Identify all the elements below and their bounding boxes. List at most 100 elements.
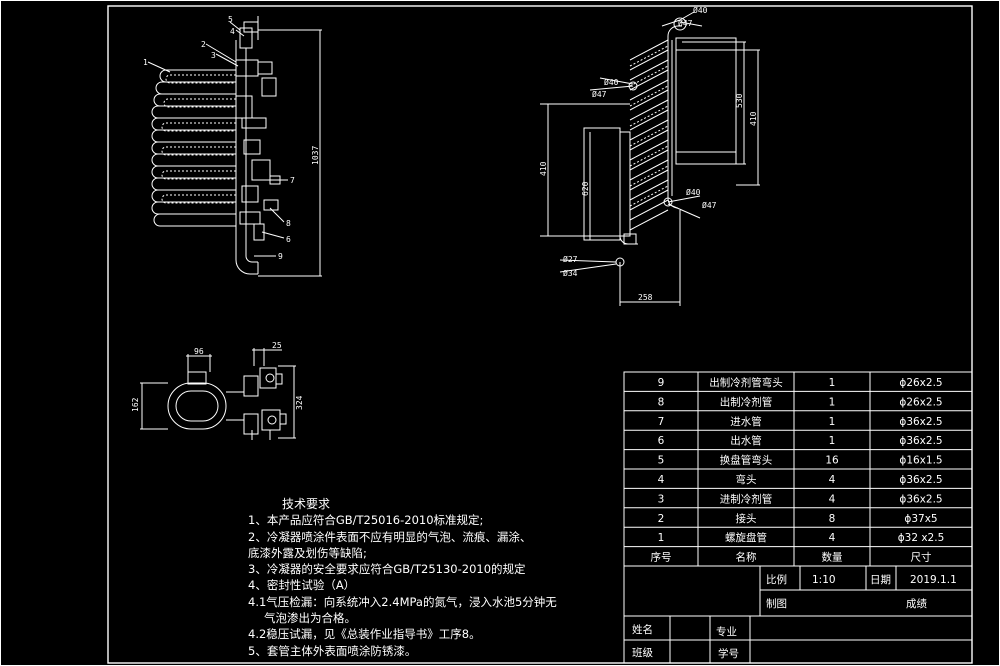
scale-label: 比例 xyxy=(766,573,787,586)
drawing-label: 制图 xyxy=(766,597,787,610)
dim-d-low-out: Ø40 xyxy=(686,187,701,197)
coil-ring-outer xyxy=(167,382,227,430)
top-view-labels: 96 25 162 324 xyxy=(131,341,304,412)
dim-overall-height: 1037 xyxy=(311,146,320,165)
bom-cell-qty: 4 xyxy=(829,474,836,486)
bom-cell-no: 8 xyxy=(658,396,665,408)
bom-cell-name: 进制冷剂管 xyxy=(720,492,773,505)
dim-d-mid-out: Ø40 xyxy=(604,77,619,87)
side-view xyxy=(540,11,760,306)
dim-h-left: 410 xyxy=(539,161,548,176)
callout-3: 3 xyxy=(211,51,216,60)
bom-cell-spec: ϕ36x2.5 xyxy=(899,416,942,428)
bom-cell-no: 7 xyxy=(658,416,665,428)
bom-header-spec: 尺寸 xyxy=(911,551,932,564)
bom-cell-name: 出制冷剂管 xyxy=(720,395,773,408)
note-line-8: 4.2稳压试漏，见《总装作业指导书》工序8。 xyxy=(248,627,481,642)
main-pipe-inner xyxy=(245,48,258,263)
bom-cell-no: 9 xyxy=(658,377,665,389)
id-label: 学号 xyxy=(718,647,739,660)
dim-h-right-2: 410 xyxy=(749,111,758,126)
front-view xyxy=(147,16,322,277)
callout-6: 6 xyxy=(286,235,291,244)
dim-h-inner: 620 xyxy=(581,181,590,196)
dim-d-low-in: Ø47 xyxy=(702,200,717,210)
side-shell-box xyxy=(675,37,737,165)
note-line-1: 1、本产品应符合GB/T25016-2010标准规定; xyxy=(248,513,484,528)
bom-cell-qty: 1 xyxy=(829,416,836,428)
bom-cell-name: 出水管 xyxy=(730,434,762,447)
bom-cell-qty: 8 xyxy=(829,513,836,525)
bom-cell-qty: 1 xyxy=(829,435,836,447)
note-line-2: 2、冷凝器喷涂件表面不应有明显的气泡、流痕、漏涂、 xyxy=(248,529,532,544)
bom-cell-name: 接头 xyxy=(736,512,757,525)
grade-label: 成绩 xyxy=(906,597,927,610)
bom-cell-no: 1 xyxy=(658,532,665,544)
bom-cell-no: 3 xyxy=(658,493,665,505)
bom-cell-name: 换盘管弯头 xyxy=(720,454,773,467)
bom-cell-spec: ϕ36x2.5 xyxy=(899,435,942,447)
callout-4: 4 xyxy=(230,27,235,36)
date-value: 2019.1.1 xyxy=(910,574,957,586)
side-view-labels: Ø40 Ø47 Ø40 Ø47 530 410 410 620 Ø40 Ø47 … xyxy=(539,5,758,302)
bom-cell-no: 6 xyxy=(658,435,665,447)
front-view-labels: 1 2 3 4 5 6 7 8 9 1037 xyxy=(143,15,320,261)
bom-cell-spec: ϕ36x2.5 xyxy=(899,474,942,486)
major-label: 专业 xyxy=(716,625,737,638)
note-line-3: 底漆外露及划伤等缺陷; xyxy=(248,545,367,560)
name-label: 姓名 xyxy=(632,623,653,636)
dim-width-bottom: 258 xyxy=(638,293,653,302)
bom-cell-no: 4 xyxy=(658,474,665,486)
dim-d-mid-in: Ø47 xyxy=(592,89,607,99)
top-view xyxy=(140,348,296,440)
note-line-5: 4、密封性试验（A） xyxy=(248,578,356,593)
bom-cell-name: 弯头 xyxy=(736,473,757,486)
callout-7: 7 xyxy=(290,176,295,185)
callout-9: 9 xyxy=(278,252,283,261)
bom-header-name: 名称 xyxy=(736,551,757,564)
dim-offset-top: 25 xyxy=(272,341,282,350)
bom-header-qty: 数量 xyxy=(822,551,843,564)
technical-requirements: 技术要求 1、本产品应符合GB/T25016-2010标准规定; 2、冷凝器喷涂… xyxy=(248,496,588,659)
title-block-labels: 比例 1:10 日期 2019.1.1 制图 成绩 姓名 专业 班级 学号 xyxy=(632,573,957,660)
dim-d-bot-2: Ø34 xyxy=(563,268,578,278)
bom-cell-spec: ϕ36x2.5 xyxy=(899,493,942,505)
bom-cell-spec: ϕ26x2.5 xyxy=(899,377,942,389)
callout-2: 2 xyxy=(201,40,206,49)
bom-header-no: 序号 xyxy=(651,551,672,564)
bom-cell-qty: 4 xyxy=(829,493,836,505)
dim-height-right: 324 xyxy=(295,395,304,410)
bom-table xyxy=(623,371,973,567)
dim-d-top-out: Ø40 xyxy=(693,5,708,15)
coil-loops xyxy=(151,69,236,227)
note-line-6: 4.1气压检漏：向系统冲入2.4MPa的氮气，浸入水池5分钟无 xyxy=(248,594,557,609)
dim-width-top: 96 xyxy=(194,347,204,356)
bom-cell-qty: 1 xyxy=(829,377,836,389)
dim-h-right-1: 530 xyxy=(735,93,744,108)
drawing-frame xyxy=(107,5,973,664)
bom-cell-no: 2 xyxy=(658,513,665,525)
main-pipe-left xyxy=(235,40,258,275)
note-line-4: 3、冷凝器的安全要求应符合GB/T25130-2010的规定 xyxy=(248,562,526,577)
class-label: 班级 xyxy=(632,647,653,659)
callout-8: 8 xyxy=(286,219,291,228)
date-label: 日期 xyxy=(870,574,891,586)
callout-5: 5 xyxy=(228,15,233,24)
bom-cell-qty: 4 xyxy=(829,532,836,544)
bom-cell-name: 螺旋盘管 xyxy=(725,531,767,544)
callout-1: 1 xyxy=(143,58,148,67)
bom-cell-spec: ϕ37x5 xyxy=(904,513,937,525)
bom-cell-spec: ϕ26x2.5 xyxy=(899,396,942,408)
bom-cell-no: 5 xyxy=(658,455,665,467)
notes-title: 技术要求 xyxy=(282,497,331,511)
note-line-9: 5、套管主体外表面喷涂防锈漆。 xyxy=(248,643,417,658)
scale-value: 1:10 xyxy=(812,574,836,586)
dim-d-top-in: Ø47 xyxy=(678,18,693,28)
note-line-7: 气泡渗出为合格。 xyxy=(264,611,356,626)
dim-d-bot-1: Ø27 xyxy=(563,254,578,264)
dim-height-left: 162 xyxy=(131,397,140,412)
title-block xyxy=(623,565,973,664)
bom-cell-name: 出制冷剂管弯头 xyxy=(709,376,783,389)
